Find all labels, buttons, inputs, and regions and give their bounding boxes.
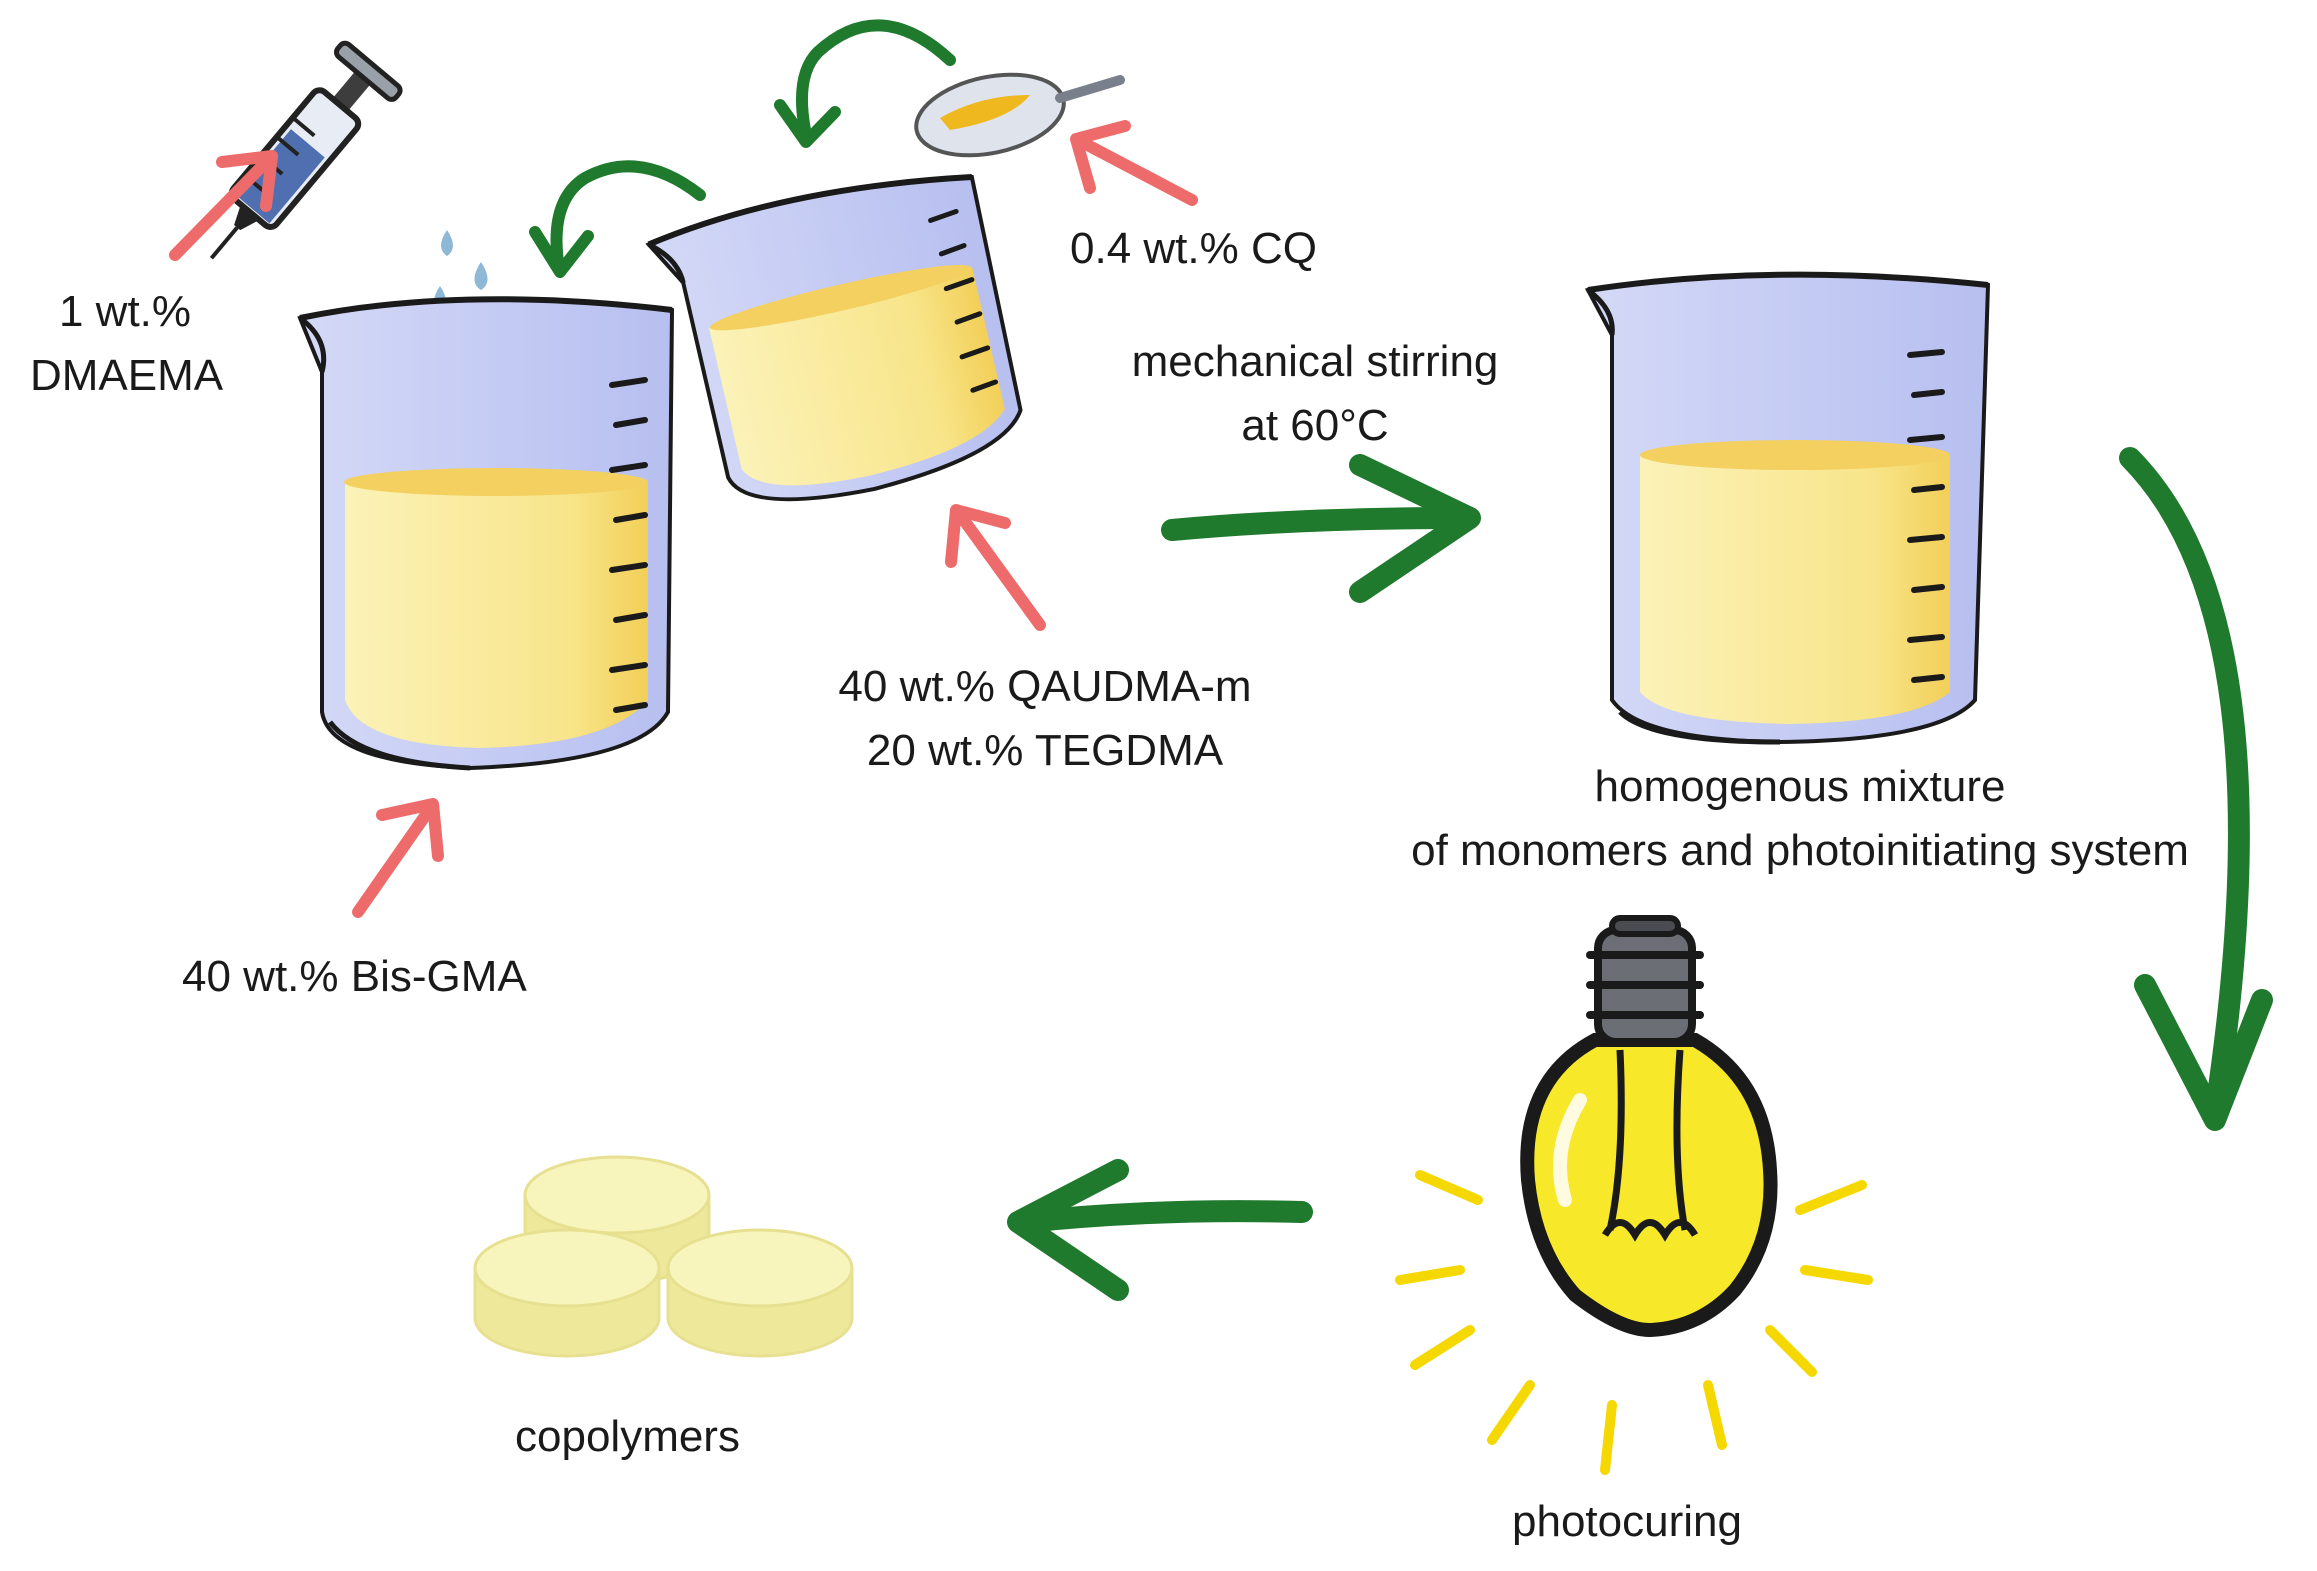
arrow-right [1161,454,1481,603]
tablet-icon [473,1155,854,1358]
photocuring-label: photocuring [1512,1497,1742,1546]
arrow-to-spoon [1070,120,1198,206]
dmaema-amount-label: 1 wt.% [58,287,192,336]
mixture-label-line1: homogenous mixture [1594,762,2006,811]
arrow-to-tilted-beaker [945,504,1046,631]
arrow-left [1007,1159,1313,1301]
arrow-to-syringe [169,150,278,261]
light-bulb-icon [1395,915,1873,1475]
curved-arrow-pour-spoon [774,19,956,148]
curved-arrow-down [2119,447,2273,1131]
spoon-icon [914,72,1125,158]
curved-arrow-pour-left [529,160,706,278]
syringe-icon [209,40,403,260]
copolymers-label: copolymers [515,1412,740,1461]
tegdma-label: 20 wt.% TEGDMA [866,726,1224,775]
stirring-label: mechanical stirring [1131,337,1499,386]
cq-label: 0.4 wt.% CQ [1070,224,1317,273]
red-arrows [169,120,1198,918]
temperature-label: at 60°C [1241,401,1389,450]
bisgma-label: 40 wt.% Bis-GMA [182,952,527,1001]
beaker-icon [297,296,675,771]
green-arrows [529,19,2273,1301]
beaker-icon-mixture [1584,271,1991,745]
beaker-icon-tilted [645,174,1023,502]
dmaema-name-label: DMAEMA [30,351,224,400]
qaudma-label: 40 wt.% QAUDMA-m [838,662,1252,711]
arrow-to-left-beaker [352,798,444,918]
mixture-label-line2: of monomers and photoinitiating system [1411,826,2189,875]
